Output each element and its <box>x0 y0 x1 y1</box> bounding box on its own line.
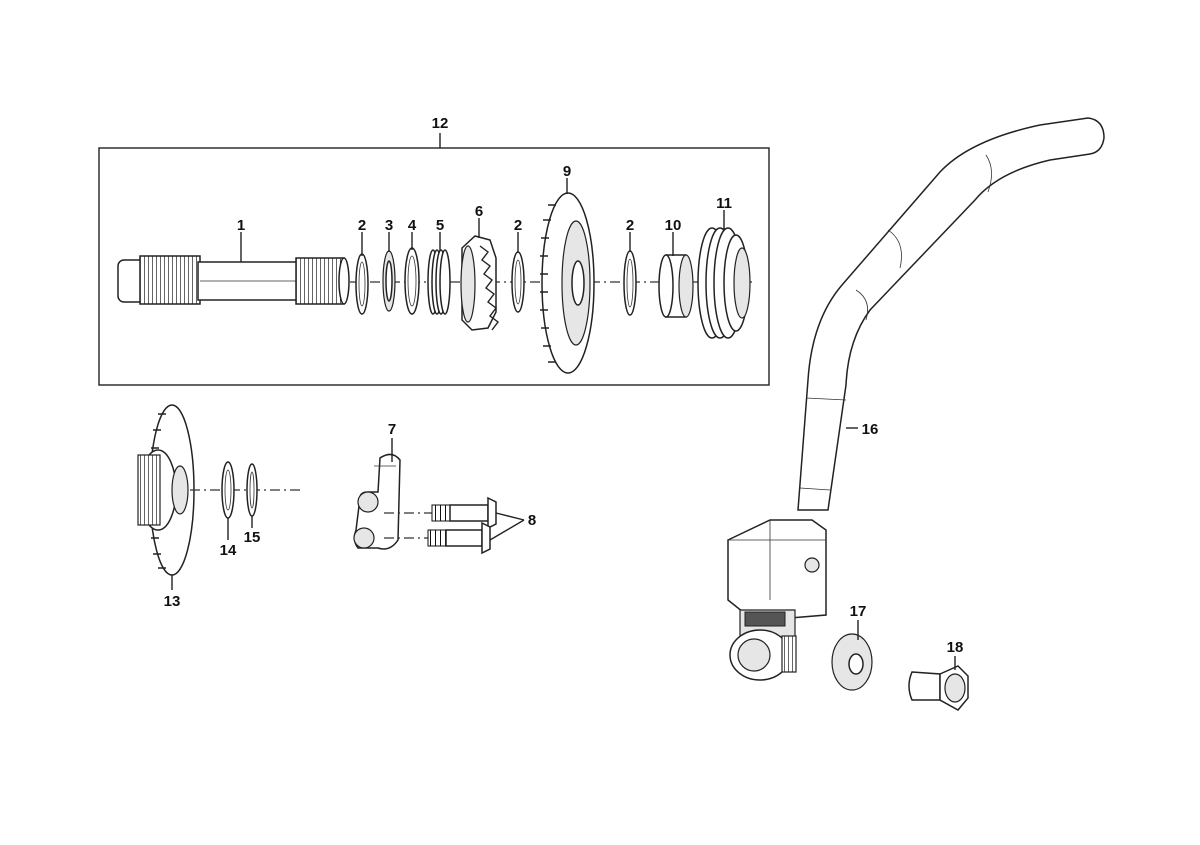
assembly-frame <box>98 147 770 386</box>
spring-5-part <box>427 249 451 315</box>
callout-11: 11 <box>716 195 732 212</box>
idler-gear-13-part <box>137 404 195 576</box>
washer-4-part <box>404 247 420 315</box>
kick-gear-9-part <box>540 192 595 374</box>
callout-16: 16 <box>862 421 879 438</box>
callout-6: 6 <box>475 203 483 220</box>
ratchet-guide-7-part <box>353 453 401 550</box>
callout-2b: 2 <box>514 217 522 234</box>
callout-10: 10 <box>665 217 682 234</box>
washer-2b-part <box>511 251 525 313</box>
callout-8: 8 <box>528 512 536 529</box>
callout-2a: 2 <box>358 217 366 234</box>
washer-2-part <box>355 253 369 315</box>
callout-13: 13 <box>164 593 181 610</box>
kick-shaft-part <box>117 255 350 305</box>
callout-5: 5 <box>436 217 444 234</box>
callout-17: 17 <box>850 603 867 620</box>
return-spring-11-part <box>648 173 751 339</box>
washer-17-part <box>831 633 873 691</box>
callout-1: 1 <box>237 217 245 234</box>
bolt-18-part <box>908 665 969 711</box>
callout-2c: 2 <box>626 217 634 234</box>
callout-14: 14 <box>220 542 237 559</box>
callout-12: 12 <box>432 115 449 132</box>
washer-2c-part <box>623 250 637 316</box>
callout-4: 4 <box>408 217 417 234</box>
callout-9: 9 <box>563 163 571 180</box>
callout-3: 3 <box>385 217 393 234</box>
kick-lever-16-part <box>727 117 1105 681</box>
callout-18: 18 <box>947 639 964 656</box>
ratchet-6-part <box>460 235 499 331</box>
callout-15: 15 <box>244 529 261 546</box>
bolts-8-part <box>384 496 497 555</box>
bushing-10-part <box>658 254 694 318</box>
callout-7: 7 <box>388 421 396 438</box>
